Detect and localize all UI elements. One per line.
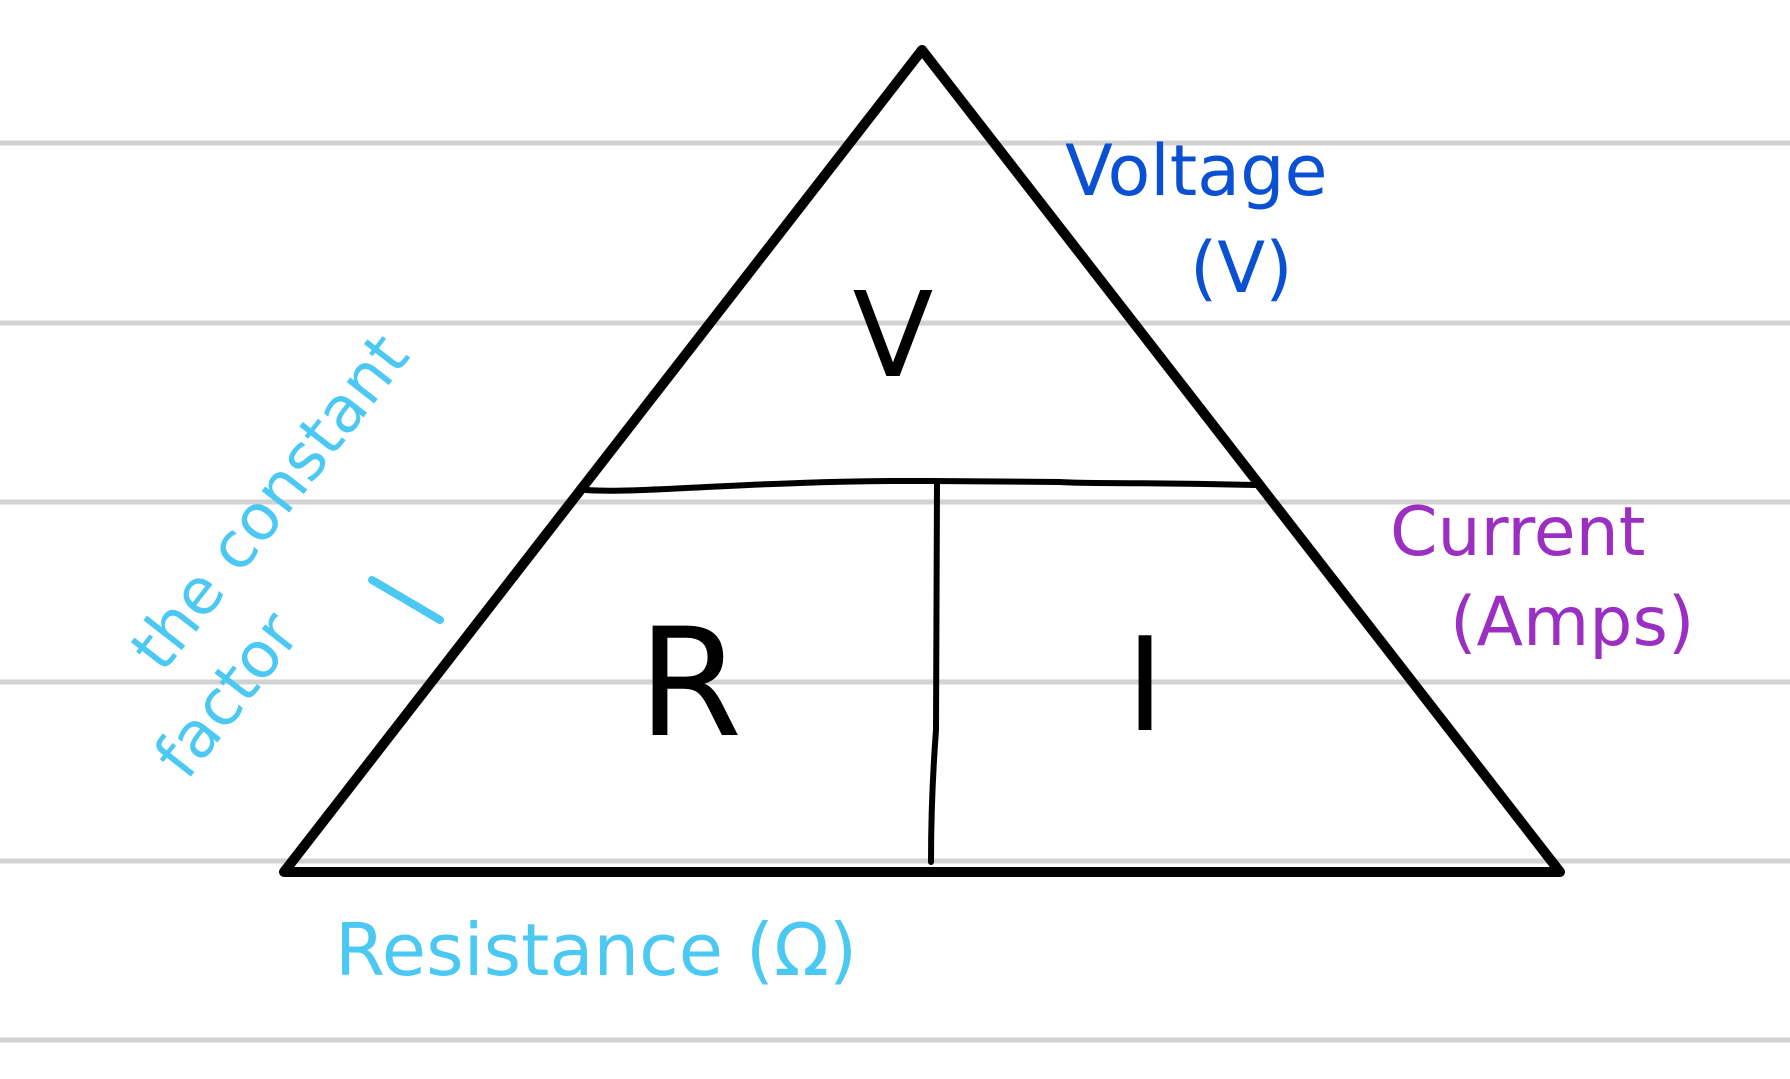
voltage-unit-label: (V) [1190,227,1293,309]
current-unit-label: (Amps) [1450,583,1694,662]
vertical-divider [928,481,940,865]
resistance-label: Resistance (Ω) [335,908,857,992]
horizontal-divider [583,477,1258,494]
voltage-label: Voltage [1065,130,1328,212]
constant-pointer-stroke [368,576,444,624]
constant-factor-label: the constant factor [117,321,424,792]
voltage-symbol: V [853,266,934,404]
triangle-outline [279,45,1565,877]
current-symbol: I [1126,609,1164,761]
resistance-symbol: R [638,597,742,771]
current-label: Current [1390,493,1645,572]
